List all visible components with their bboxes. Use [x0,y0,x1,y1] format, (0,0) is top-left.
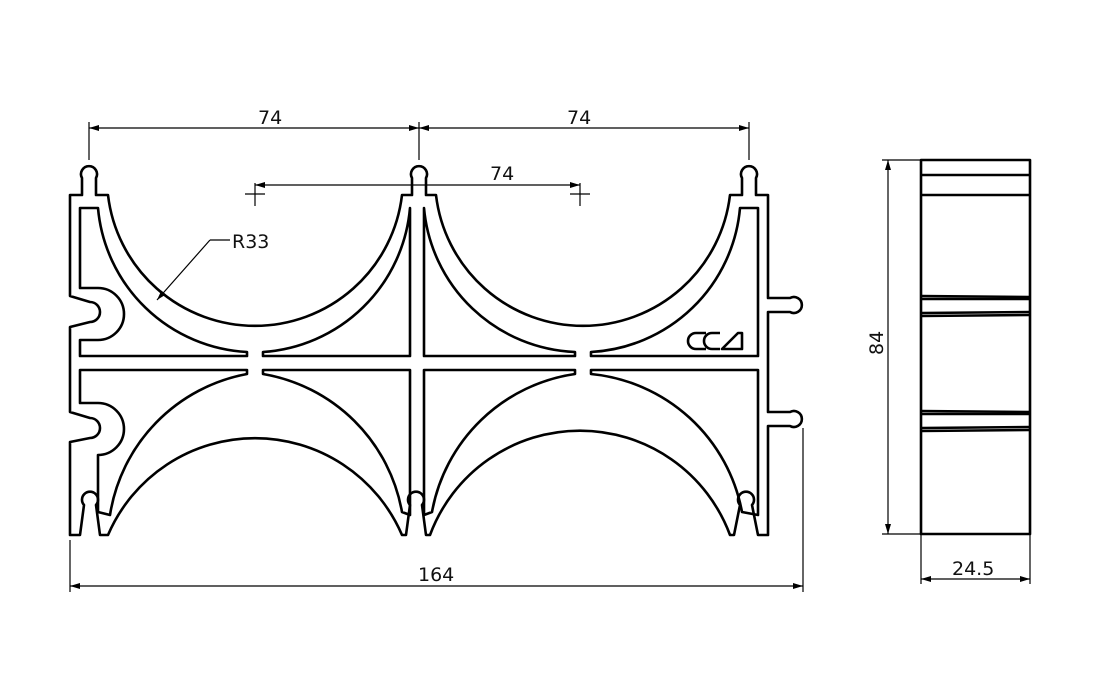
dimension-center: 74 [245,163,590,206]
dim-label: 164 [418,564,454,586]
side-view [919,158,1032,536]
dim-label: 74 [490,163,514,185]
front-view-profile [68,164,804,537]
cca-logo [686,331,744,351]
dim-label: 74 [258,107,282,129]
radius-label: R33 [232,231,269,253]
dimension-width: 164 [69,428,804,592]
dimension-top-right: 74 [419,107,750,160]
dimension-top-left: 74 [88,107,420,160]
dim-label: 84 [866,331,888,355]
dimension-depth: 24.5 [920,534,1031,584]
dim-label: 74 [567,107,591,129]
dimension-height: 84 [866,159,921,535]
radius-callout: R33 [156,231,269,301]
dim-label: 24.5 [952,558,994,580]
